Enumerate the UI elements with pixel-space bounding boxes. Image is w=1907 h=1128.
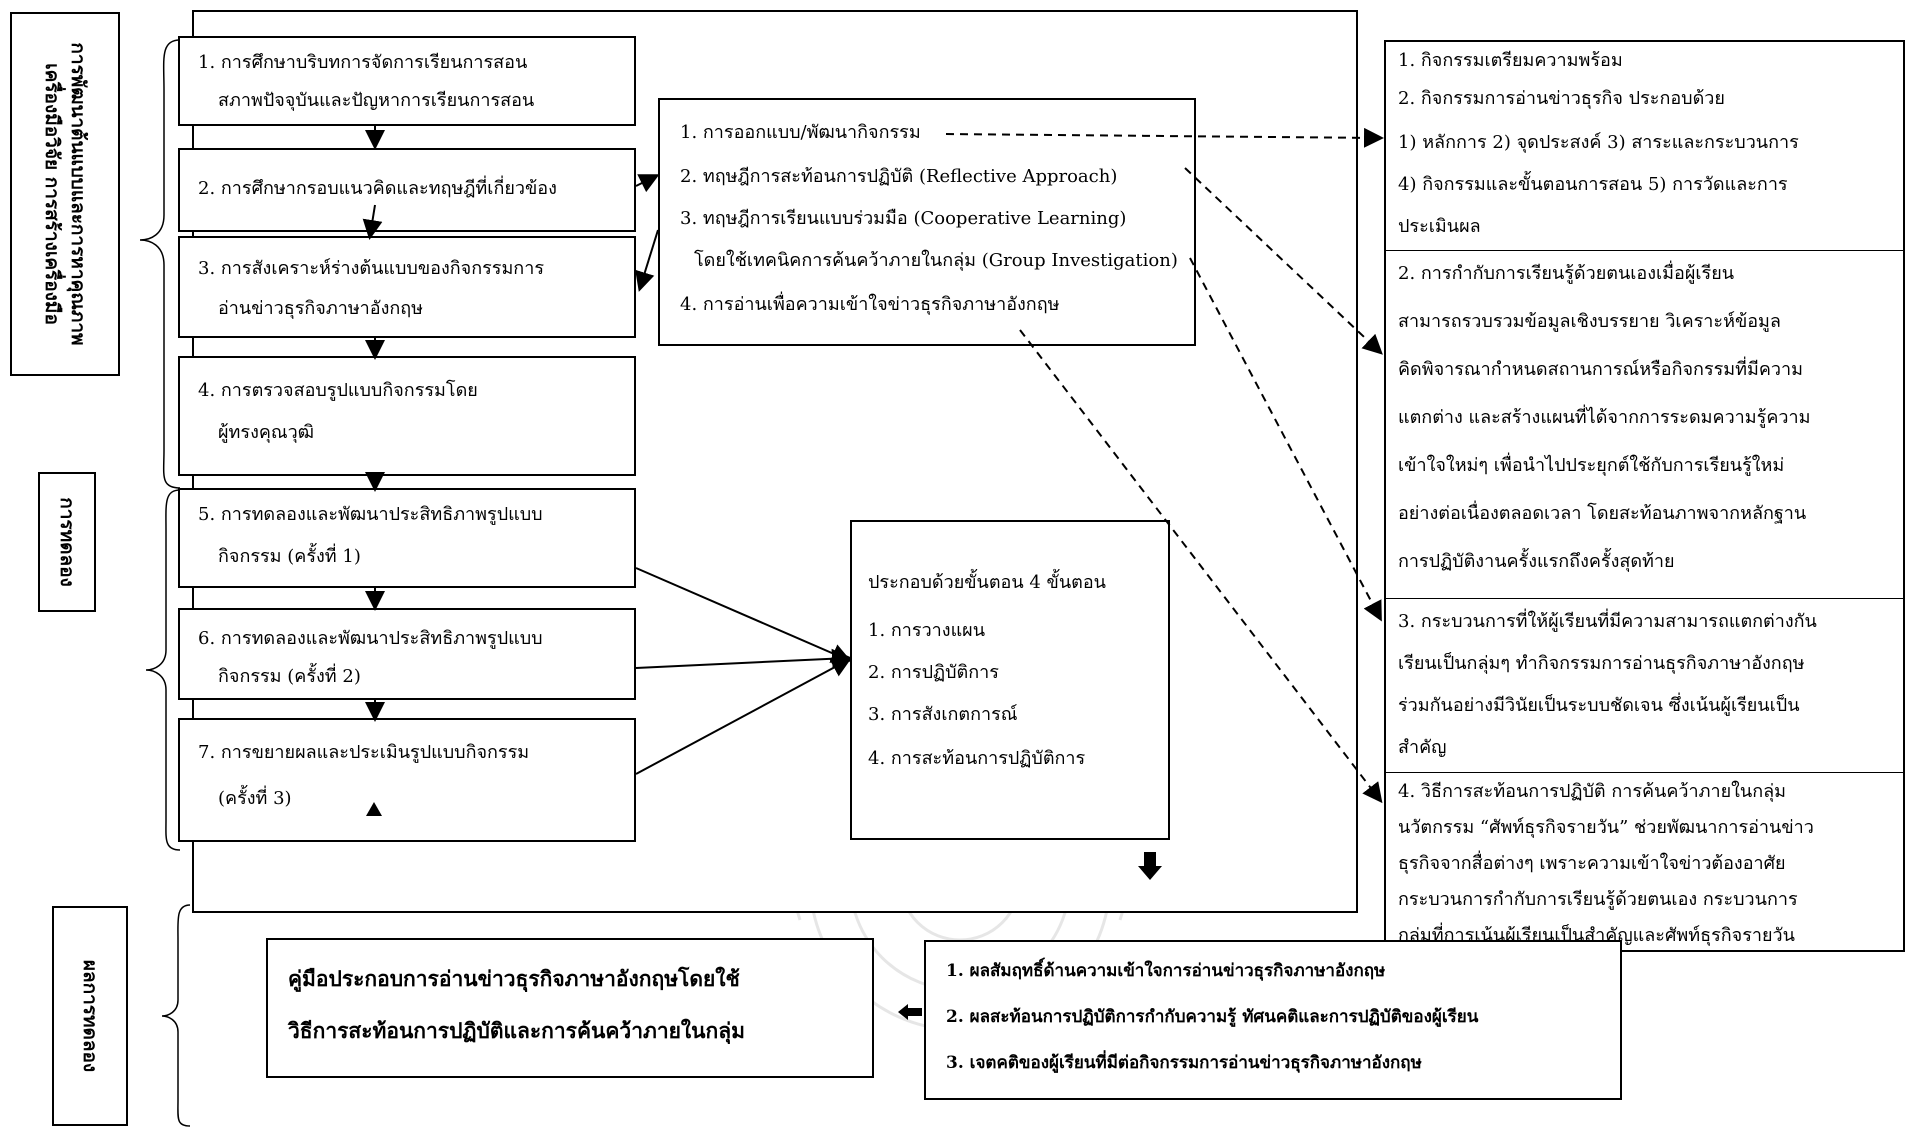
- step-5-line1: 5. การทดลองและพัฒนาประสิทธิภาพรูปแบบ: [198, 504, 543, 525]
- right-s1-line1: 1. กิจกรรมเตรียมความพร้อม: [1398, 50, 1623, 71]
- step-6-line1: 6. การทดลองและพัฒนาประสิทธิภาพรูปแบบ: [198, 628, 543, 649]
- process-item-4: 4. การสะท้อนการปฏิบัติการ: [868, 748, 1086, 769]
- right-s2-line1: 2. การกำกับการเรียนรู้ด้วยตนเองเมื่อผู้เ…: [1398, 263, 1735, 284]
- step-7-line1: 7. การขยายผลและประเมินรูปแบบกิจกรรม: [198, 742, 530, 763]
- step-6-line2: กิจกรรม (ครั้งที่ 2): [218, 666, 361, 687]
- right-section-1: 1. กิจกรรมเตรียมความพร้อม 2. กิจกรรมการอ…: [1386, 42, 1903, 248]
- theory-item-1: 1. การออกแบบ/พัฒนากิจกรรม: [680, 122, 921, 143]
- theory-box: 1. การออกแบบ/พัฒนากิจกรรม 2. ทฤษฎีการสะท…: [658, 98, 1196, 346]
- handbook-line2: วิธีการสะท้อนการปฏิบัติและการค้นคว้าภายใ…: [288, 1018, 745, 1043]
- phase-label-results-text: ผลการทดลอง: [79, 959, 101, 1073]
- right-s4-line1: 4. วิธีการสะท้อนการปฏิบัติ การค้นคว้าภาย…: [1398, 781, 1787, 802]
- step-1-line1: 1. การศึกษาบริบทการจัดการเรียนการสอน: [198, 52, 528, 73]
- theory-item-2: 2. ทฤษฎีการสะท้อนการปฏิบัติ (Reflective …: [680, 166, 1118, 187]
- right-s1-line3: 1) หลักการ 2) จุดประสงค์ 3) สาระและกระบว…: [1398, 132, 1799, 153]
- step-2-line1: 2. การศึกษากรอบแนวคิดและทฤษฎีที่เกี่ยวข้…: [198, 178, 557, 199]
- step-1-line2: สภาพปัจจุบันและปัญหาการเรียนการสอน: [218, 90, 535, 111]
- phase-label-experiment: การทดลอง: [38, 472, 96, 612]
- right-s2-line6: อย่างต่อเนื่องตลอดเวลา โดยสะท้อนภาพจากหล…: [1398, 503, 1807, 524]
- phase-label-development-text: การพัฒนาต้นแบบและการหาคุณภาพเครื่องมือวิ…: [41, 42, 89, 346]
- process-item-1: 1. การวางแผน: [868, 620, 986, 641]
- phase-label-experiment-text: การทดลอง: [56, 497, 78, 587]
- theory-item-4: 4. การอ่านเพื่อความเข้าใจข่าวธุรกิจภาษาอ…: [680, 294, 1060, 315]
- step-4-line2: ผู้ทรงคุณวุฒิ: [218, 422, 314, 443]
- right-section-4: 4. วิธีการสะท้อนการปฏิบัติ การค้นคว้าภาย…: [1386, 772, 1903, 955]
- brace-development: [139, 39, 181, 489]
- step-4-line1: 4. การตรวจสอบรูปแบบกิจกรรมโดย: [198, 380, 478, 401]
- process-item-3: 3. การสังเกตการณ์: [868, 704, 1018, 725]
- brace-experiment: [145, 489, 181, 851]
- step-box-1: 1. การศึกษาบริบทการจัดการเรียนการสอน สภา…: [178, 36, 636, 126]
- right-s2-line2: สามารถรวบรวมข้อมูลเชิงบรรยาย วิเคราะห์ข้…: [1398, 311, 1781, 332]
- theory-item-3: 3. ทฤษฎีการเรียนแบบร่วมมือ (Cooperative …: [680, 208, 1127, 229]
- right-s1-line5: ประเมินผล: [1398, 216, 1481, 237]
- right-s4-line4: กระบวนการกำกับการเรียนรู้ด้วยตนเอง กระบว…: [1398, 889, 1798, 910]
- result-item-1: 1. ผลสัมฤทธิ์ด้านความเข้าใจการอ่านข่าวธุ…: [946, 961, 1386, 981]
- right-s3-line1: 3. กระบวนการที่ให้ผู้เรียนที่มีความสามาร…: [1398, 611, 1817, 632]
- right-s1-line4: 4) กิจกรรมและขั้นตอนการสอน 5) การวัดและก…: [1398, 174, 1788, 195]
- phase-label-development: การพัฒนาต้นแบบและการหาคุณภาพเครื่องมือวิ…: [10, 12, 120, 376]
- result-item-2: 2. ผลสะท้อนการปฏิบัติการกำกับความรู้ ทัศ…: [946, 1007, 1479, 1027]
- results-box: 1. ผลสัมฤทธิ์ด้านความเข้าใจการอ่านข่าวธุ…: [924, 940, 1622, 1100]
- right-s4-line2: นวัตกรรม “ศัพท์ธุรกิจรายวัน” ช่วยพัฒนากา…: [1398, 817, 1814, 838]
- right-s2-line5: เข้าใจใหม่ๆ เพื่อนำไปประยุกต์ใช้กับการเร…: [1398, 455, 1785, 476]
- step-box-4: 4. การตรวจสอบรูปแบบกิจกรรมโดย ผู้ทรงคุณว…: [178, 356, 636, 476]
- right-section-3: 3. กระบวนการที่ให้ผู้เรียนที่มีความสามาร…: [1386, 598, 1903, 769]
- theory-item-3-detail: โดยใช้เทคนิคการค้นคว้าภายในกลุ่ม (Group …: [694, 250, 1178, 271]
- right-s1-line2: 2. กิจกรรมการอ่านข่าวธุรกิจ ประกอบด้วย: [1398, 88, 1725, 109]
- right-s2-line3: คิดพิจารณากำหนดสถานการณ์หรือกิจกรรมที่มี…: [1398, 359, 1803, 380]
- triangle-marker-icon: [366, 802, 382, 816]
- right-s2-line4: แตกต่าง และสร้างแผนที่ได้จากการระดมความร…: [1398, 407, 1811, 428]
- process-heading: ประกอบด้วยขั้นตอน 4 ขั้นตอน: [868, 572, 1106, 593]
- result-item-3: 3. เจตคติของผู้เรียนที่มีต่อกิจกรรมการอ่…: [946, 1053, 1422, 1073]
- step-3-line2: อ่านข่าวธุรกิจภาษาอังกฤษ: [218, 298, 424, 319]
- step-box-2: 2. การศึกษากรอบแนวคิดและทฤษฎีที่เกี่ยวข้…: [178, 148, 636, 232]
- handbook-line1: คู่มือประกอบการอ่านข่าวธุรกิจภาษาอังกฤษโ…: [288, 966, 740, 991]
- process-item-2: 2. การปฏิบัติการ: [868, 662, 999, 683]
- phase-label-results: ผลการทดลอง: [52, 906, 128, 1126]
- right-description-panel: 1. กิจกรรมเตรียมความพร้อม 2. กิจกรรมการอ…: [1384, 40, 1905, 952]
- step-box-7: 7. การขยายผลและประเมินรูปแบบกิจกรรม (ครั…: [178, 718, 636, 842]
- right-s3-line4: สำคัญ: [1398, 737, 1447, 758]
- step-3-line1: 3. การสังเคราะห์ร่างต้นแบบของกิจกรรมการ: [198, 258, 544, 279]
- step-box-5: 5. การทดลองและพัฒนาประสิทธิภาพรูปแบบ กิจ…: [178, 488, 636, 588]
- right-s3-line3: ร่วมกันอย่างมีวินัยเป็นระบบชัดเจน ซึ่งเน…: [1398, 695, 1800, 716]
- step-5-line2: กิจกรรม (ครั้งที่ 1): [218, 546, 361, 567]
- step-box-3: 3. การสังเคราะห์ร่างต้นแบบของกิจกรรมการ …: [178, 236, 636, 338]
- right-s3-line2: เรียนเป็นกลุ่มๆ ทำกิจกรรมการอ่านธุรกิจภา…: [1398, 653, 1805, 674]
- handbook-output-box: คู่มือประกอบการอ่านข่าวธุรกิจภาษาอังกฤษโ…: [266, 938, 874, 1078]
- process-steps-box: ประกอบด้วยขั้นตอน 4 ขั้นตอน 1. การวางแผน…: [850, 520, 1170, 840]
- brace-results: [161, 904, 191, 1127]
- right-s4-line3: ธุรกิจจากสื่อต่างๆ เพราะความเข้าใจข่าวต้…: [1398, 853, 1786, 874]
- right-section-2: 2. การกำกับการเรียนรู้ด้วยตนเองเมื่อผู้เ…: [1386, 250, 1903, 595]
- step-box-6: 6. การทดลองและพัฒนาประสิทธิภาพรูปแบบ กิจ…: [178, 608, 636, 700]
- right-s2-line7: การปฏิบัติงานครั้งแรกถึงครั้งสุดท้าย: [1398, 551, 1675, 572]
- step-7-line2: (ครั้งที่ 3): [218, 788, 292, 809]
